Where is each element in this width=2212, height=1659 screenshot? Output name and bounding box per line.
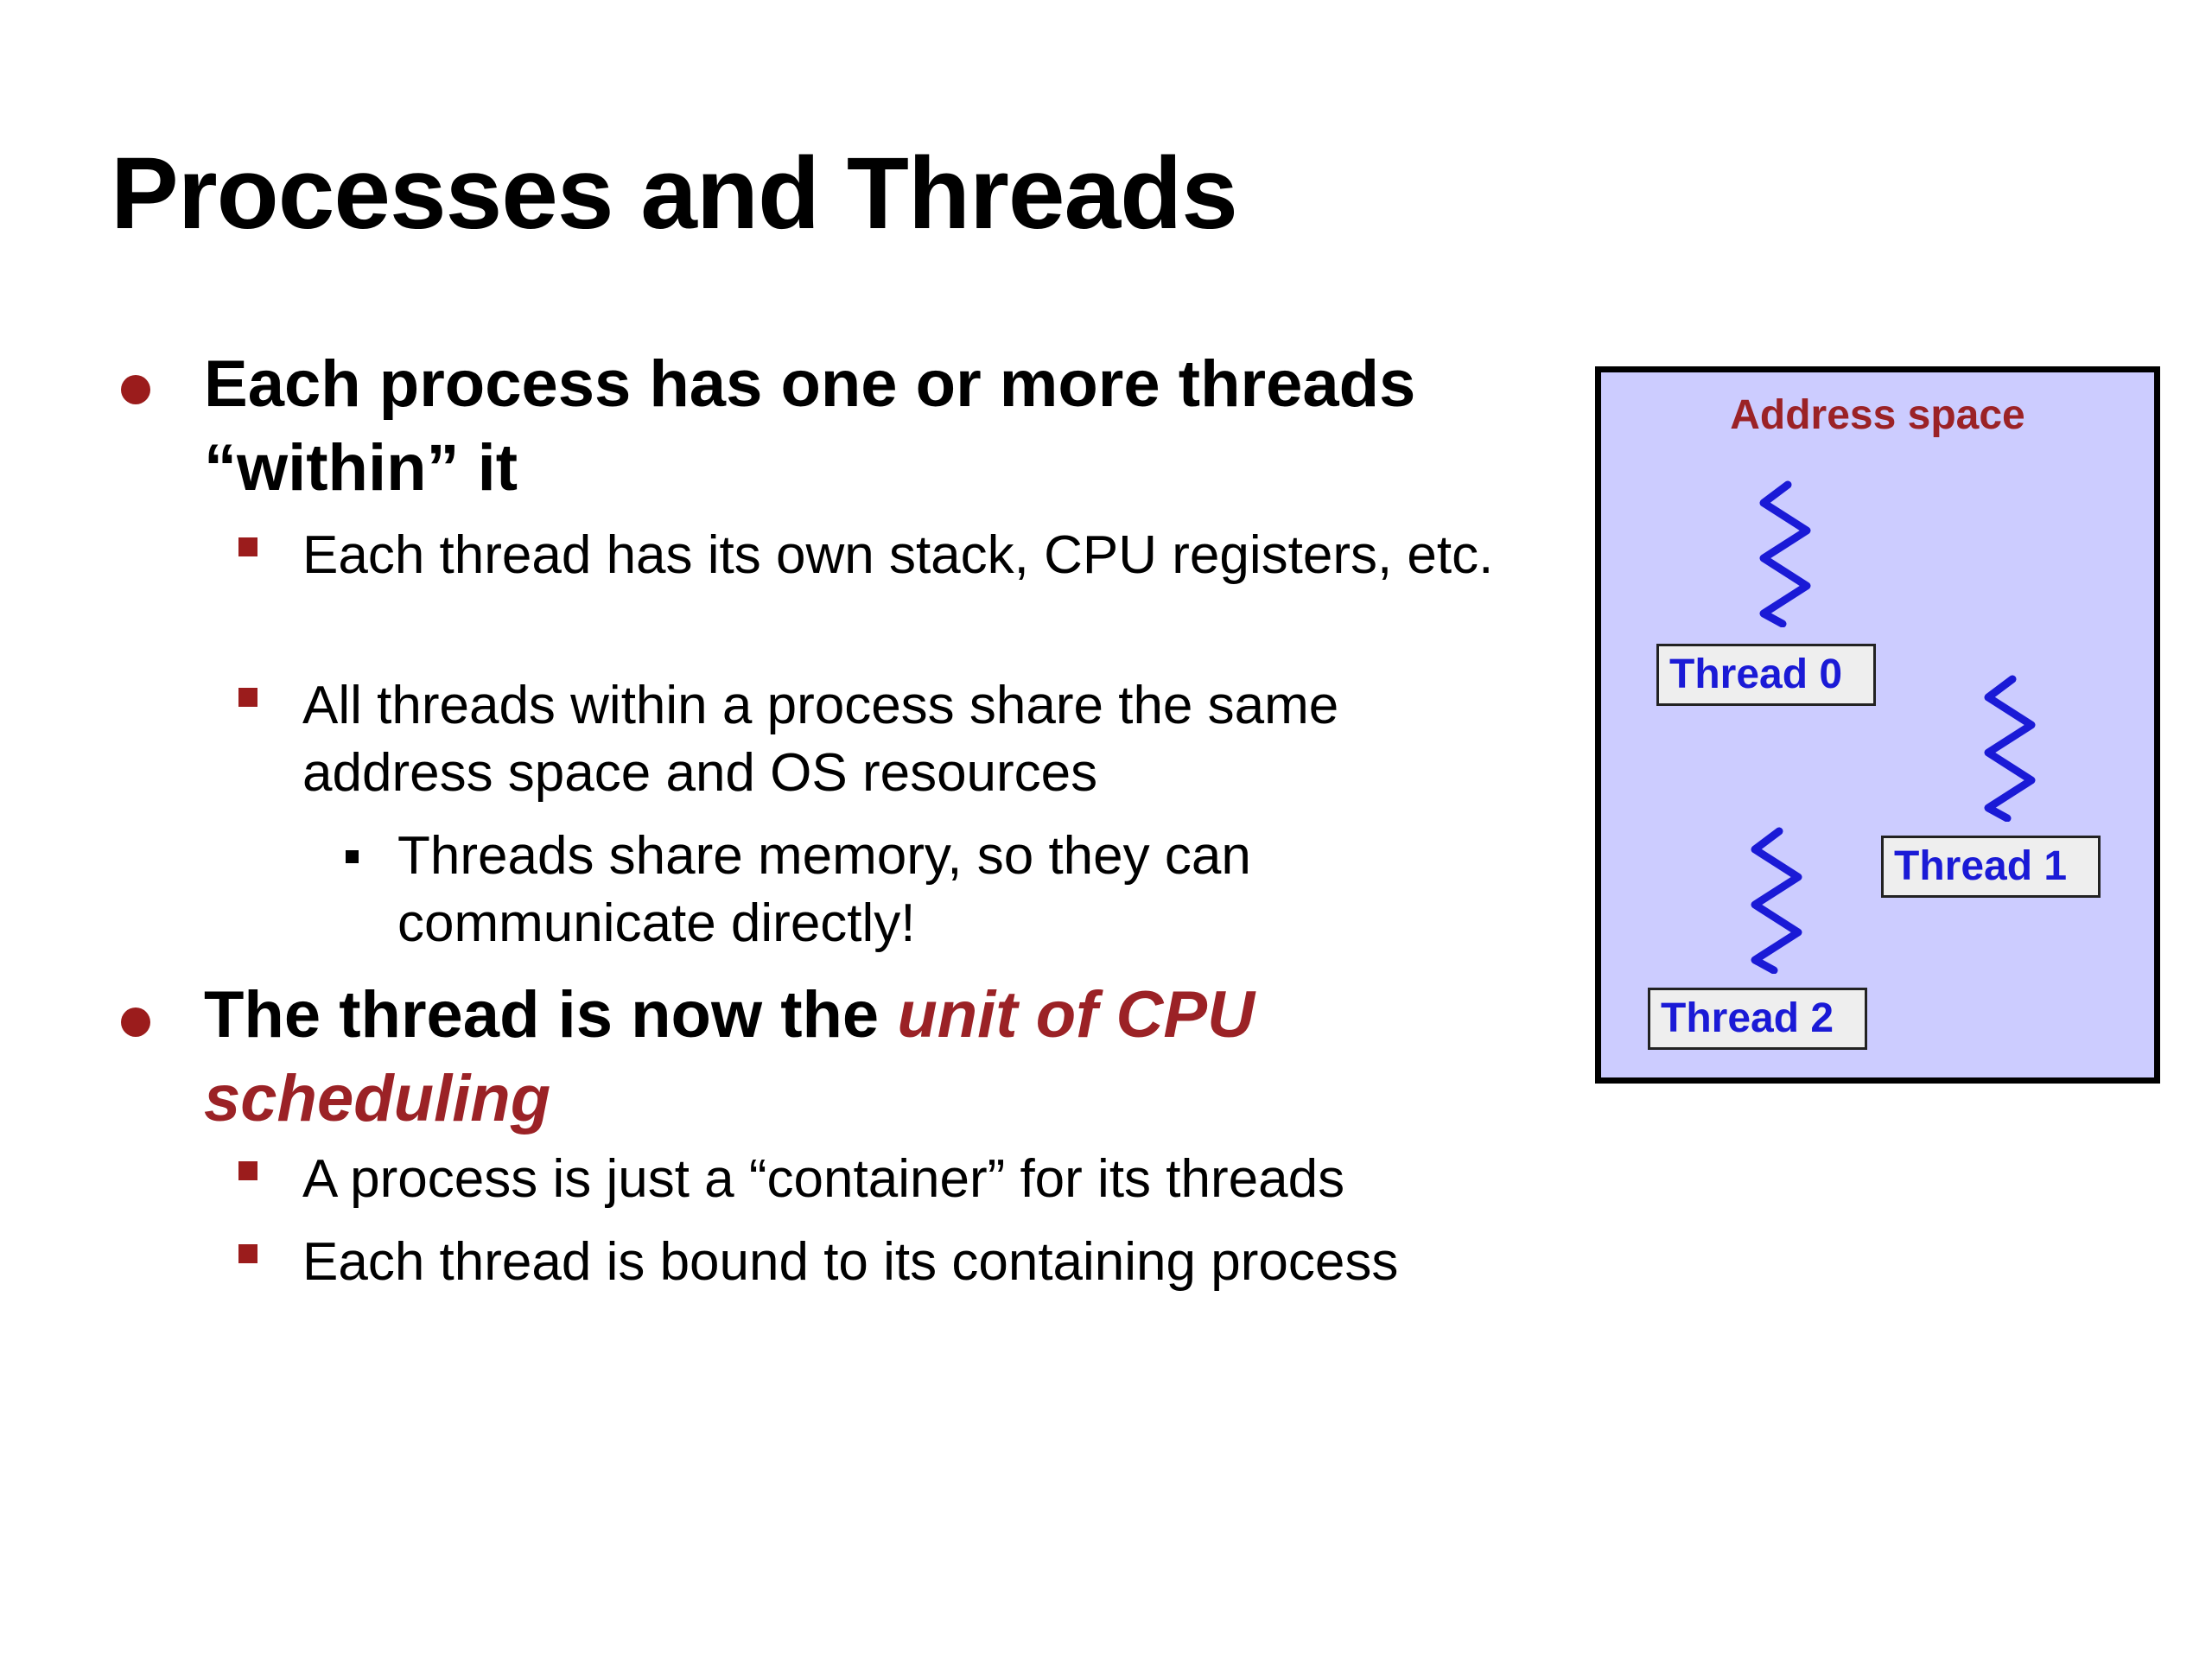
squiggle-thread-icon bbox=[1759, 480, 1811, 627]
bullet-2-emphasis: unit of CPU scheduling bbox=[204, 978, 1255, 1135]
address-space-label: Address space bbox=[1730, 392, 2025, 438]
bullet-1-text: Each process has one or more threads “wi… bbox=[204, 347, 1416, 505]
bullet-2-sub-2-text: Each thread is bound to its containing p… bbox=[302, 1232, 1399, 1292]
thread-1-label: Thread 1 bbox=[1881, 836, 2101, 898]
thread-2-label: Thread 2 bbox=[1648, 988, 1867, 1050]
bullet-2-text: The thread is now the unit of CPU schedu… bbox=[204, 973, 1448, 1141]
bullet-dot-icon bbox=[121, 1007, 150, 1037]
bullet-2-plain: The thread is now the bbox=[204, 978, 898, 1052]
bullet-1-sub-1-text: Each thread has its own stack, CPU regis… bbox=[302, 525, 1494, 585]
squiggle-thread-icon bbox=[1984, 675, 2036, 822]
bullet-2-sub-1-text: A process is just a “container” for its … bbox=[302, 1149, 1345, 1209]
bullet-dot-icon bbox=[121, 375, 150, 404]
bullet-1-sub-2-text: All threads within a process share the s… bbox=[302, 676, 1339, 803]
thread-0-label: Thread 0 bbox=[1656, 644, 1876, 706]
squiggle-thread-icon bbox=[1751, 827, 1802, 974]
square-bullet-icon bbox=[238, 1244, 257, 1263]
square-bullet-icon bbox=[238, 1161, 257, 1180]
address-space-box: Address space Thread 0 Thread 1 Thread 2 bbox=[1595, 366, 2160, 1084]
square-bullet-icon bbox=[238, 688, 257, 707]
small-square-bullet-icon bbox=[346, 850, 359, 863]
slide-title: Processes and Threads bbox=[111, 137, 1238, 251]
square-bullet-icon bbox=[238, 537, 257, 556]
bullet-1-sub-2-sub-1-text: Threads share memory, so they can commun… bbox=[397, 826, 1251, 953]
